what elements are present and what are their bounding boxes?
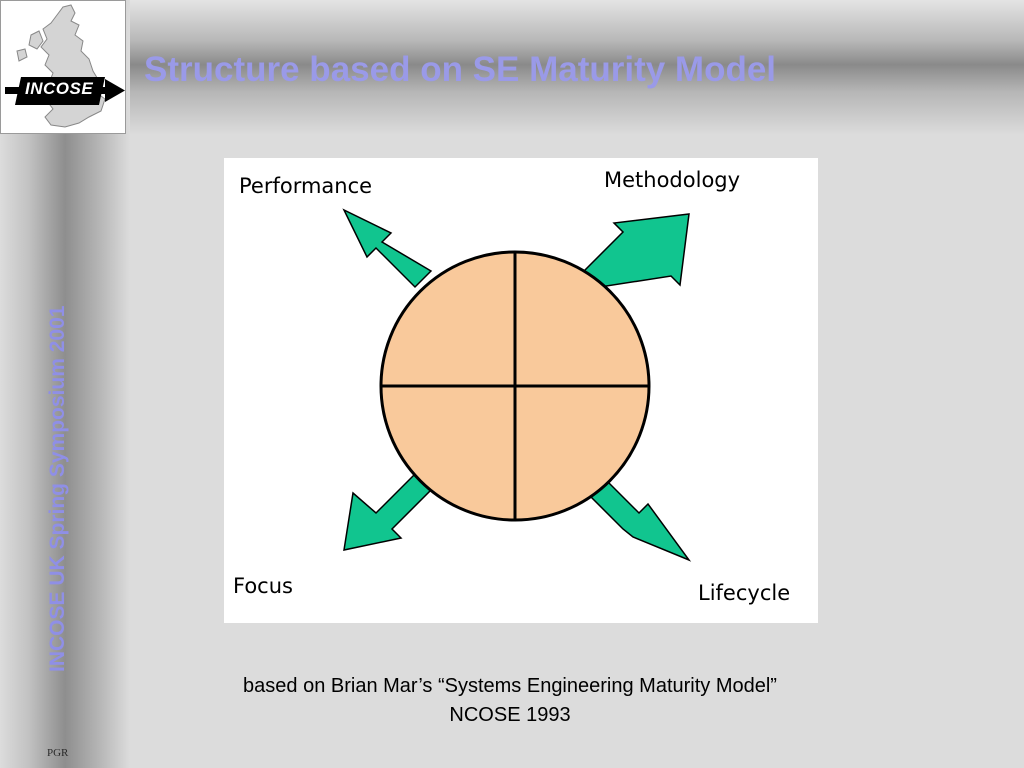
arrow-focus — [343, 472, 433, 551]
label-methodology: Methodology — [604, 168, 741, 192]
side-title: INCOSE UK Spring Symposium 2001 — [46, 305, 69, 672]
arrow-methodology — [582, 213, 690, 288]
quadrant-circle — [379, 250, 651, 522]
label-performance: Performance — [239, 174, 373, 198]
title-band — [0, 0, 1024, 135]
uk-map-arrow-icon — [5, 4, 125, 128]
caption-line-1: based on Brian Mar’s “Systems Engineerin… — [243, 675, 777, 697]
logo-text: INCOSE — [25, 79, 94, 98]
footer-tag: PGR — [47, 747, 69, 759]
maturity-model-diagram: Performance Methodology Focus Lifecycle — [224, 158, 818, 623]
caption-line-2: NCOSE 1993 — [449, 704, 571, 726]
incose-logo: INCOSE — [0, 0, 126, 134]
source-caption: based on Brian Mar’s “Systems Engineerin… — [150, 672, 870, 730]
page-title: Structure based on SE Maturity Model — [144, 50, 777, 89]
label-focus: Focus — [233, 574, 293, 598]
label-lifecycle: Lifecycle — [698, 581, 791, 605]
arrow-performance — [342, 208, 433, 289]
diagram-canvas — [342, 208, 692, 562]
